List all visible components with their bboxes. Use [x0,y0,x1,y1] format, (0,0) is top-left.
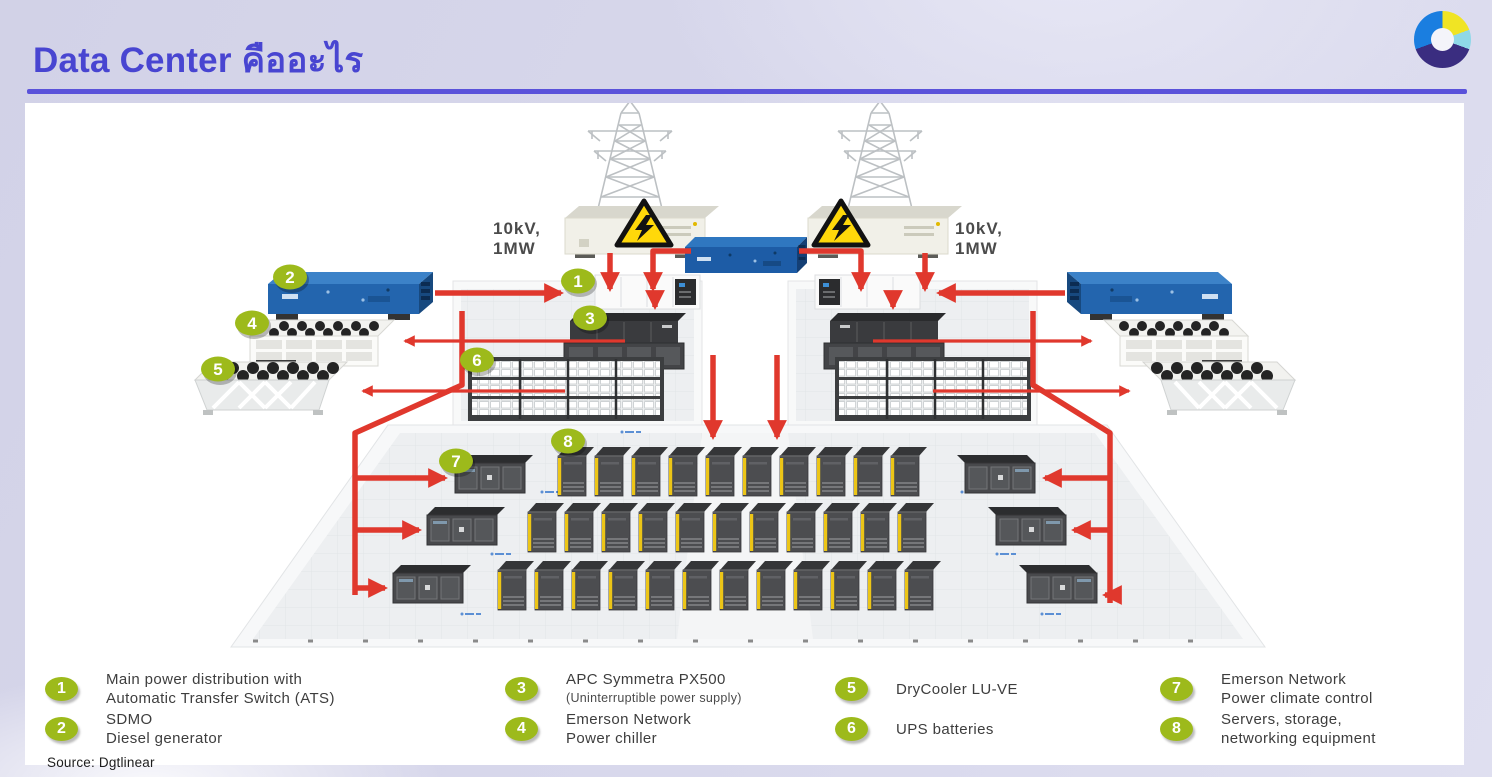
svg-text:4: 4 [247,314,257,333]
power-rating-left: 10kV, [493,219,541,238]
legend-text: Power chiller [566,730,658,747]
power-rating-right: 1MW [955,239,998,258]
legend-text: (Uninterruptible power supply) [566,691,742,705]
legend-text: Emerson Network [566,711,692,728]
legend-badge-1: 1 [45,677,78,701]
svg-text:3: 3 [585,309,594,328]
content-panel: 10kV, 1MW 10kV, 1MW [25,103,1464,765]
transmission-tower-left [587,103,673,218]
main-switchgear [685,237,807,273]
badge-2: 2 [273,264,309,293]
legend-badge-8: 8 [1160,717,1193,741]
legend-text: SDMO [106,711,153,728]
power-chiller-right [1103,319,1249,367]
page-title: Data Center คืออะไร [33,41,364,80]
diesel-generator-right [1067,272,1232,320]
legend-text: Power climate control [1221,690,1373,707]
legend-text: APC Symmetra PX500 [566,671,726,688]
climate-control-unit [1018,564,1098,604]
climate-control-unit [392,564,472,604]
power-distribution-unit-right [814,274,921,310]
legend-badge-6: 6 [835,717,868,741]
drycooler-right [1141,360,1297,417]
svg-text:1: 1 [573,272,582,291]
legend-badge-4: 4 [505,717,538,741]
legend-badge-2: 2 [45,717,78,741]
power-distribution-lines [352,248,1131,605]
ups-batteries-right [835,357,1031,421]
svg-text:7: 7 [451,452,460,471]
legend-text: Automatic Transfer Switch (ATS) [106,690,335,707]
badge-6: 6 [460,347,496,376]
badge-4: 4 [235,310,271,339]
legend-badge-7: 7 [1160,677,1193,701]
power-rating-right: 10kV, [955,219,1003,238]
climate-control-unit [956,454,1036,494]
legend-item-3: 3 APC Symmetra PX500 (Uninterruptible pow… [505,669,742,709]
datacenter-diagram: 10kV, 1MW 10kV, 1MW [193,103,1297,648]
svg-text:5: 5 [213,360,222,379]
donut-chart-logo-icon [1414,11,1471,68]
legend-badge-5: 5 [835,677,868,701]
legend-item-2: 2 SDMO Diesel generator [45,709,335,749]
svg-text:6: 6 [472,351,481,370]
svg-text:8: 8 [563,432,572,451]
badge-5: 5 [201,356,237,385]
badge-3: 3 [573,305,609,334]
power-rating-left: 1MW [493,239,536,258]
legend-item-8: 8 Servers, storage, networking equipment [1160,709,1376,749]
legend-item-6: 6 UPS batteries [835,709,1018,749]
climate-control-unit [426,506,506,546]
legend-text: DryCooler LU-VE [896,680,1018,698]
legend-text: Diesel generator [106,730,223,747]
badge-7: 7 [439,448,475,477]
legend-text: Servers, storage, [1221,711,1343,728]
server-rack-row-2 [527,502,935,553]
legend-badge-3: 3 [505,677,538,701]
legend-text: networking equipment [1221,730,1376,747]
badge-1: 1 [561,268,597,297]
legend-text: Main power distribution with [106,671,303,688]
transmission-tower-right [837,103,923,218]
svg-text:2: 2 [285,268,294,287]
ups-batteries-left [468,357,664,421]
power-chiller-left [249,319,395,367]
source-attribution: Source: Dgtlinear [47,755,155,770]
climate-control-unit [987,506,1067,546]
badge-8: 8 [551,428,587,457]
title-underline [27,89,1467,94]
legend-text: Emerson Network [1221,671,1347,688]
legend-text: UPS batteries [896,720,994,738]
legend-item-5: 5 DryCooler LU-VE [835,669,1018,709]
